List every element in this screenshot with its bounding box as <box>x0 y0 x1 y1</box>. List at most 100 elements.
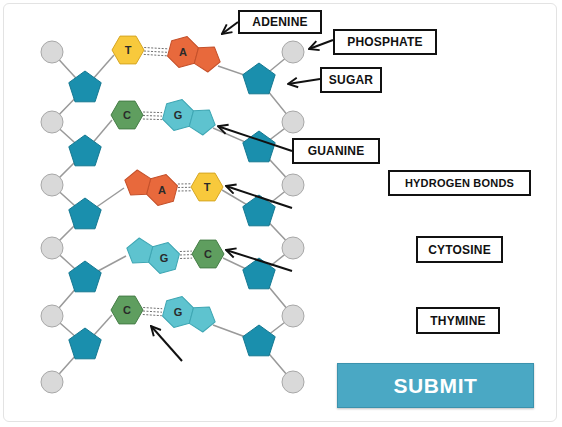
base-shape <box>124 236 180 276</box>
base-letter: A <box>158 184 166 196</box>
nucleotide-base: A <box>122 168 178 208</box>
base-letter: C <box>123 304 131 316</box>
sugar-pentagon <box>243 258 275 289</box>
label-box: ADENINE <box>238 10 322 34</box>
sugar-pentagon <box>69 261 101 292</box>
label-box: PHOSPHATE <box>333 29 437 55</box>
base-ring <box>188 303 218 334</box>
label-box: HYDROGEN BONDS <box>388 170 531 196</box>
phosphate-circle <box>41 237 63 259</box>
base-ring <box>112 36 144 64</box>
label-text: THYMINE <box>430 314 485 328</box>
sugar-pentagon <box>69 198 101 229</box>
label-text: CYTOSINE <box>428 243 491 257</box>
phosphate-circle <box>282 305 304 327</box>
phosphate-circle <box>282 174 304 196</box>
nucleotide-base: G <box>162 294 218 334</box>
nucleotide-base: C <box>192 237 224 271</box>
phosphate-circle <box>282 237 304 259</box>
leader-arrow <box>226 250 292 271</box>
submit-button: SUBMIT <box>337 363 534 408</box>
base-letter: T <box>204 181 211 193</box>
base-shape <box>162 294 218 334</box>
sugar-pentagon <box>69 328 101 359</box>
hydrogen-bond <box>178 184 191 191</box>
base-ring <box>192 240 224 268</box>
phosphate-circle <box>282 111 304 133</box>
label-text: SUGAR <box>329 73 373 87</box>
sugar-pentagon <box>243 63 275 94</box>
leader-arrow <box>226 186 292 208</box>
base-ring <box>111 296 143 324</box>
base-letter: G <box>160 252 169 264</box>
nucleotide-base: G <box>124 236 180 276</box>
label-text: HYDROGEN BONDS <box>405 177 514 189</box>
base-shape-group <box>191 173 223 201</box>
hydrogen-bond <box>143 112 162 120</box>
base-shape-group <box>192 240 224 268</box>
nucleotide-base: T <box>191 170 223 204</box>
phosphate-circle <box>41 41 63 63</box>
leader-arrows <box>151 40 333 361</box>
base-shape-group <box>123 233 182 277</box>
nucleotide-base: G <box>162 97 218 137</box>
base-ring <box>165 33 200 71</box>
base-letter: A <box>179 46 187 58</box>
base-shape-group <box>111 101 143 129</box>
nucleotide-base: C <box>111 98 143 132</box>
backbone-lines <box>52 52 293 382</box>
phosphate-circle <box>41 371 63 393</box>
label-text: ADENINE <box>252 15 307 29</box>
sugar-pentagon <box>243 325 275 356</box>
base-shape-group <box>112 36 144 64</box>
label-box: THYMINE <box>416 307 500 334</box>
leader-arrow <box>151 326 182 361</box>
label-text: PHOSPHATE <box>347 35 423 49</box>
base-shape-group <box>160 293 219 337</box>
base-letter: C <box>123 109 131 121</box>
base-ring <box>188 106 218 137</box>
leader-arrow <box>288 79 320 84</box>
leader-arrow <box>309 40 333 49</box>
base-shape-group <box>121 165 180 209</box>
hydrogen-bond <box>180 251 192 258</box>
base-ring <box>191 173 223 201</box>
hydrogen-bond <box>143 308 162 316</box>
label-box: SUGAR <box>320 67 382 93</box>
phosphate-circle <box>41 305 63 327</box>
base-shape <box>167 34 223 74</box>
label-box: GUANINE <box>292 138 380 164</box>
base-ring <box>123 236 153 267</box>
sugar-pentagon <box>243 195 275 226</box>
hydrogen-bond <box>144 48 167 56</box>
label-box: CYTOSINE <box>416 236 503 263</box>
phosphate-circle <box>41 174 63 196</box>
base-ring <box>111 101 143 129</box>
base-shape <box>122 168 178 208</box>
pointer-arrow <box>218 126 292 151</box>
label-text: GUANINE <box>308 144 365 158</box>
base-shape <box>162 97 218 137</box>
phosphate-circle <box>41 111 63 133</box>
phosphate-circle <box>282 41 304 63</box>
button-label: SUBMIT <box>393 374 477 398</box>
base-shape-group <box>111 296 143 324</box>
nucleotide-base: A <box>167 34 223 74</box>
base-ring <box>193 43 223 74</box>
base-ring <box>144 171 179 209</box>
base-ring <box>160 293 195 331</box>
phosphate-circle <box>282 371 304 393</box>
base-ring <box>146 239 181 277</box>
nucleotide-base: T <box>112 33 144 67</box>
base-ring <box>121 168 151 199</box>
sugar-pentagon <box>69 71 101 102</box>
base-shape-group <box>160 96 219 140</box>
pointer-arrow <box>222 22 238 34</box>
nucleotide-base: C <box>111 293 143 327</box>
base-ring <box>160 96 195 134</box>
base-letter: T <box>125 44 132 56</box>
base-shape-group <box>165 33 224 77</box>
sugar-pentagon <box>69 135 101 166</box>
base-letter: G <box>174 306 183 318</box>
